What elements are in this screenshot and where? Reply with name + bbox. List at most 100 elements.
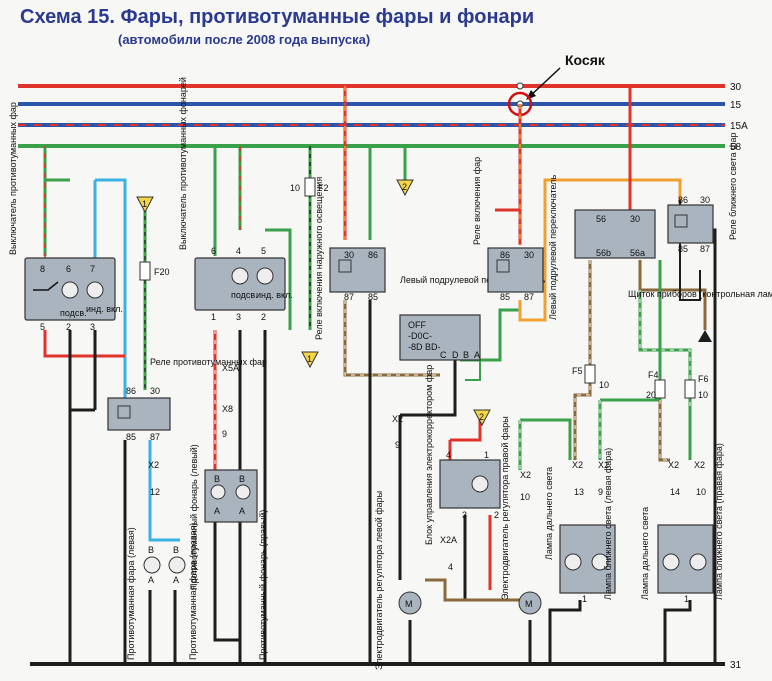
pin-label: A bbox=[148, 575, 154, 585]
pin-label: B bbox=[463, 350, 469, 360]
pin-label: 2 bbox=[494, 510, 499, 520]
pin-label: 87 bbox=[524, 292, 534, 302]
wire bbox=[548, 600, 582, 664]
pin-label: 8 bbox=[40, 264, 45, 274]
reference-marker-icon bbox=[301, 351, 319, 369]
switch-contact-icon bbox=[33, 281, 59, 291]
connector-x2: X2 bbox=[668, 460, 679, 470]
pin-label: 85 bbox=[126, 432, 136, 442]
bulb-icon bbox=[689, 553, 707, 571]
bus-30-label: 30 bbox=[730, 82, 742, 93]
high-beam-label: Лампа дальнего света bbox=[544, 467, 554, 560]
rear-fog-left-label: Противотуманный фонарь (левый) bbox=[189, 444, 199, 590]
fuse-f20 bbox=[139, 261, 151, 281]
pin-label: 30 bbox=[344, 250, 354, 260]
diagram-title: Схема 15. Фары, противотуманные фары и ф… bbox=[20, 6, 535, 28]
left-stalk2-label: Левый подрулевой переключатель bbox=[548, 174, 558, 320]
reference-marker-icon bbox=[136, 196, 154, 214]
wire bbox=[574, 260, 591, 460]
pin-label: 56b bbox=[596, 248, 611, 258]
reference-marker-icon bbox=[473, 409, 491, 427]
pin-label: 30 bbox=[630, 214, 640, 224]
fog-relay-label: Реле противотуманных фар bbox=[150, 357, 267, 367]
rear-fog-switch-lamp-label: подсв. bbox=[231, 290, 258, 300]
wire bbox=[148, 440, 180, 542]
pin-label: A bbox=[214, 506, 220, 516]
pin-label: 1 bbox=[484, 450, 489, 460]
rear-fog-switch-lamp-label: инд. вкл. bbox=[256, 290, 293, 300]
reference-marker-label: 1 bbox=[307, 354, 312, 364]
pin-label: 30 bbox=[700, 195, 710, 205]
headlight-relay-label: Реле включения фар bbox=[472, 157, 482, 245]
relay-coil-icon bbox=[117, 405, 131, 419]
pin-label: 6 bbox=[66, 264, 71, 274]
pin-label: 1 bbox=[211, 312, 216, 322]
pin-label: 86 bbox=[678, 195, 688, 205]
connector-x2: X2 bbox=[520, 470, 531, 480]
fuse-f4-label: F4 bbox=[648, 370, 659, 380]
stalk-position: OFF bbox=[408, 320, 426, 330]
bus-15a-label: 15A bbox=[730, 121, 748, 132]
wire bbox=[465, 360, 481, 381]
wire bbox=[663, 600, 692, 664]
fuse-f6 bbox=[684, 379, 696, 399]
pin-label: D bbox=[452, 350, 459, 360]
connector-x2: X2 bbox=[572, 460, 583, 470]
stalk-position: -8D BD- bbox=[408, 342, 441, 352]
connector-number: 13 bbox=[574, 487, 584, 497]
connector-x8: X8 bbox=[222, 404, 233, 414]
relay-coil-icon bbox=[496, 259, 510, 273]
wire bbox=[463, 515, 520, 602]
fog-lamp-right-label: Противотуманная фара (правая) bbox=[188, 523, 198, 660]
indicator-lamp-icon bbox=[231, 267, 249, 285]
fuse-f6-label: F6 bbox=[698, 374, 709, 384]
left-stalk2-body bbox=[574, 209, 656, 259]
pin-label: 85 bbox=[500, 292, 510, 302]
high-beam-right-label: Лампа дальнего света bbox=[640, 507, 650, 600]
fog-lamp-left-label: Противотуманная фара (левая) bbox=[126, 527, 136, 660]
low-beam-relay-body bbox=[667, 204, 714, 244]
pin-label: 56 bbox=[596, 214, 606, 224]
low-beam-left-label: Лампа ближнего света (левая фара) bbox=[603, 448, 613, 600]
corrector-right-label: Электродвигатель регулятора правой фары bbox=[500, 416, 510, 600]
pin-label: A bbox=[239, 506, 245, 516]
connector-number: 9 bbox=[395, 440, 400, 450]
connector-number: 12 bbox=[150, 487, 160, 497]
wire bbox=[638, 260, 707, 330]
reference-marker-label: 1 bbox=[142, 199, 147, 209]
wire bbox=[520, 418, 572, 460]
wire bbox=[639, 290, 691, 410]
pin-label: 5 bbox=[40, 322, 45, 332]
rear-fog-right-label: Противотуманный фонарь (правый) bbox=[258, 510, 268, 660]
pin-label: 30 bbox=[524, 250, 534, 260]
pin-label: 56a bbox=[630, 248, 645, 258]
rear-fog-lamp-icon bbox=[235, 484, 251, 500]
lamp-icon bbox=[471, 475, 489, 493]
relay-coil-icon bbox=[674, 214, 688, 228]
pin-label: 4 bbox=[446, 450, 451, 460]
corrector-unit-body bbox=[439, 459, 501, 509]
dashboard-label: Щиток приборов (контрольная лампа включе… bbox=[628, 289, 772, 299]
fuse-f5-rating: 10 bbox=[599, 380, 609, 390]
wire bbox=[450, 415, 482, 442]
wire bbox=[344, 300, 440, 376]
fuse-f20-label: F20 bbox=[154, 267, 170, 277]
fuse-f4 bbox=[654, 379, 666, 399]
connector-number: 9 bbox=[222, 429, 227, 439]
reference-marker-label: 2 bbox=[402, 182, 407, 192]
pin-label: C bbox=[440, 350, 447, 360]
pin-label: A bbox=[474, 350, 480, 360]
connector-x2: X2 bbox=[148, 460, 159, 470]
wire bbox=[400, 360, 457, 417]
pin-label: 30 bbox=[150, 386, 160, 396]
diagram-subtitle: (автомобили после 2008 года выпуска) bbox=[118, 32, 371, 47]
pin-label: A bbox=[173, 575, 179, 585]
junction-dot bbox=[516, 82, 524, 90]
bus-31-label: 31 bbox=[730, 660, 742, 671]
fog-lamp-icon bbox=[168, 556, 186, 574]
bulb-icon bbox=[662, 553, 680, 571]
indicator-lamp-icon bbox=[86, 281, 104, 299]
fog-switch-lamp-label: инд. вкл. bbox=[86, 304, 123, 314]
